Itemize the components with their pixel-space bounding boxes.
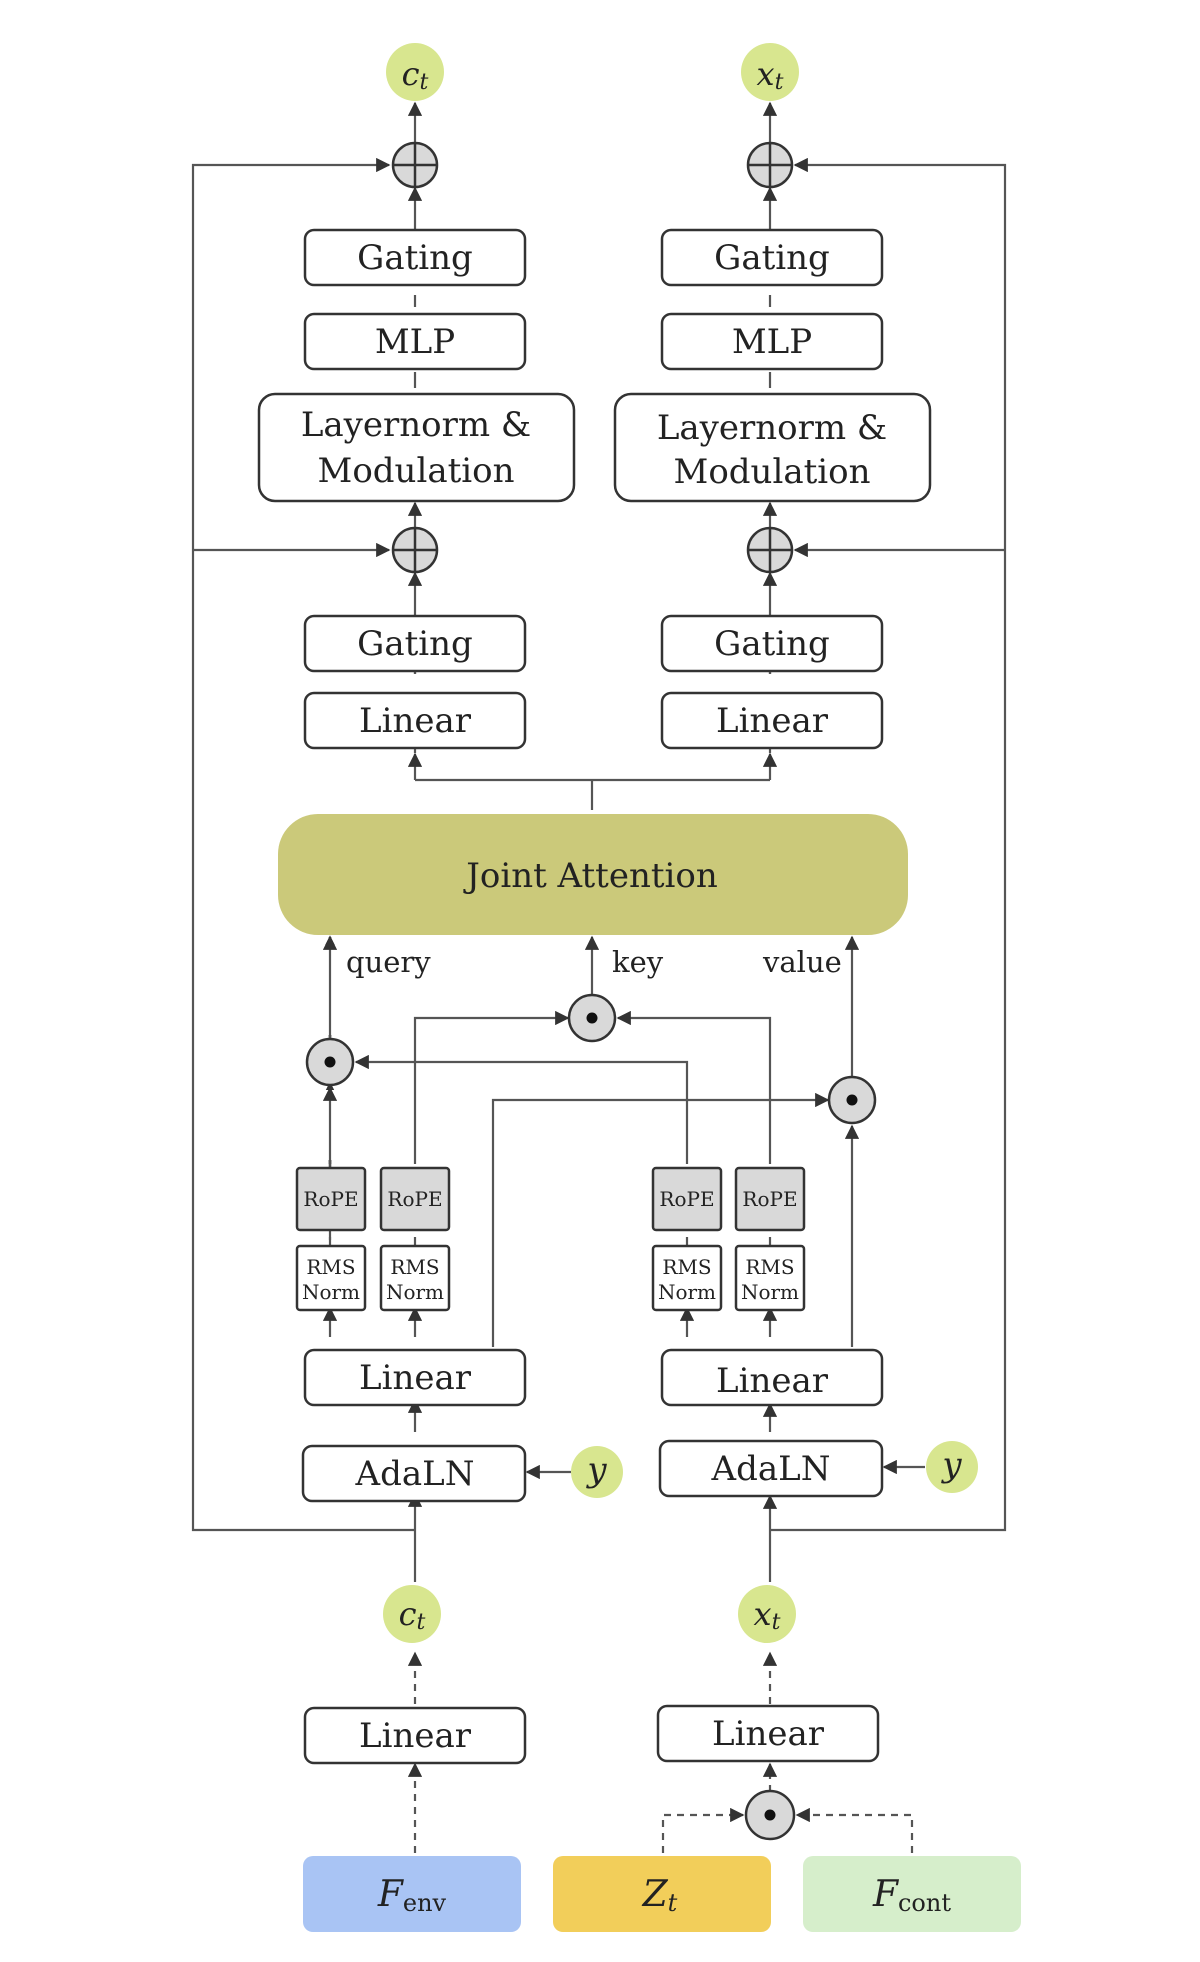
svg-text:Norm: Norm: [658, 1280, 716, 1304]
svg-text:RMS: RMS: [306, 1255, 355, 1279]
y-left-label: y: [585, 1450, 607, 1490]
query-label: query: [346, 945, 431, 979]
left-stream: Gating MLP Layernorm & Modulation Gating…: [257, 228, 576, 1765]
svg-text:RoPE: RoPE: [742, 1187, 797, 1211]
left-rmsnorm-k: RMS Norm: [379, 1244, 451, 1312]
x-input-base: x: [754, 1595, 772, 1633]
joint-attention-block: Joint Attention: [278, 814, 908, 935]
c-input-base: c: [399, 1595, 417, 1633]
svg-text:xt: xt: [757, 55, 784, 95]
svg-text:ct: ct: [399, 1595, 426, 1635]
left-qkv-linear-label: Linear: [359, 1358, 472, 1398]
svg-text:Norm: Norm: [302, 1280, 360, 1304]
value-label: value: [762, 945, 842, 979]
svg-text:Fenv: Fenv: [377, 1874, 447, 1918]
left-input-linear-label: Linear: [359, 1716, 472, 1756]
y-right-label: y: [940, 1445, 962, 1485]
left-mlp-label: MLP: [375, 322, 455, 362]
svg-text:RoPE: RoPE: [303, 1187, 358, 1211]
joint-attention-shape: [278, 814, 908, 935]
right-input-linear-label: Linear: [712, 1714, 825, 1754]
left-layernorm-label-1: Layernorm &: [301, 405, 531, 445]
svg-text:RoPE: RoPE: [659, 1187, 714, 1211]
multiply-node-input: [744, 1789, 796, 1841]
add-node-left-mid: [391, 526, 439, 574]
f-cont-base: F: [872, 1874, 900, 1915]
right-gating-mid-label: Gating: [714, 624, 830, 664]
right-adaln-label: AdaLN: [711, 1449, 831, 1489]
x-input-sub: t: [772, 1610, 781, 1635]
right-layernorm-label-2: Modulation: [674, 452, 871, 492]
output-c-node: ct: [386, 43, 444, 101]
input-z-t: Zt: [553, 1856, 771, 1932]
key-label: key: [612, 945, 664, 979]
multiply-node-key: [567, 993, 617, 1043]
joint-attention-label: Joint Attention: [463, 856, 718, 896]
right-rope-q: RoPE: [651, 1166, 723, 1232]
input-f-cont: Fcont: [803, 1856, 1021, 1932]
svg-text:RMS: RMS: [745, 1255, 794, 1279]
f-env-base: F: [377, 1874, 405, 1915]
output-x-node: xt: [741, 43, 799, 101]
right-rope-k: RoPE: [734, 1166, 806, 1232]
right-stream: Gating MLP Layernorm & Modulation Gating…: [613, 228, 932, 1763]
left-rmsnorm-q: RMS Norm: [295, 1244, 367, 1312]
x-output-base: x: [757, 55, 775, 93]
left-attn-linear-label: Linear: [359, 701, 472, 741]
f-env-sub: env: [403, 1889, 447, 1917]
left-gating-mid-label: Gating: [357, 624, 473, 664]
multiply-node-query: [305, 1037, 355, 1087]
right-layernorm-label-1: Layernorm &: [657, 408, 887, 448]
right-mlp-label: MLP: [732, 322, 812, 362]
z-t-base: Z: [642, 1874, 669, 1915]
y-node-left: y: [571, 1446, 623, 1498]
right-gating-top-label: Gating: [714, 238, 830, 278]
z-t-sub: t: [668, 1889, 678, 1917]
c-output-base: c: [402, 55, 420, 93]
right-rmsnorm-k: RMS Norm: [734, 1244, 806, 1312]
input-x-node: xt: [738, 1585, 796, 1643]
svg-text:RMS: RMS: [662, 1255, 711, 1279]
svg-text:Fcont: Fcont: [872, 1874, 951, 1918]
svg-text:xt: xt: [754, 1595, 781, 1635]
left-gating-top-label: Gating: [357, 238, 473, 278]
right-attn-linear-label: Linear: [716, 701, 829, 741]
x-output-sub: t: [775, 70, 784, 95]
left-adaln-label: AdaLN: [355, 1454, 475, 1494]
c-input-sub: t: [417, 1610, 426, 1635]
input-f-env: Fenv: [303, 1856, 521, 1932]
multiply-node-value: [827, 1075, 877, 1125]
svg-text:ct: ct: [402, 55, 429, 95]
input-c-node: ct: [383, 1585, 441, 1643]
right-rmsnorm-q: RMS Norm: [651, 1244, 723, 1312]
left-rope-q: RoPE: [295, 1166, 367, 1232]
svg-text:RoPE: RoPE: [387, 1187, 442, 1211]
add-node-right-top: [746, 141, 794, 189]
y-node-right: y: [926, 1441, 978, 1493]
left-rope-k: RoPE: [379, 1166, 451, 1232]
add-node-left-top: [391, 141, 439, 189]
add-node-right-mid: [746, 526, 794, 574]
left-layernorm-label-2: Modulation: [318, 451, 515, 491]
svg-text:Norm: Norm: [386, 1280, 444, 1304]
svg-text:Norm: Norm: [741, 1280, 799, 1304]
c-output-sub: t: [420, 70, 429, 95]
f-cont-sub: cont: [898, 1889, 951, 1917]
combine-nodes: [305, 141, 877, 1841]
svg-text:RMS: RMS: [390, 1255, 439, 1279]
svg-text:Zt: Zt: [642, 1874, 678, 1918]
right-qkv-linear-label: Linear: [716, 1361, 829, 1401]
